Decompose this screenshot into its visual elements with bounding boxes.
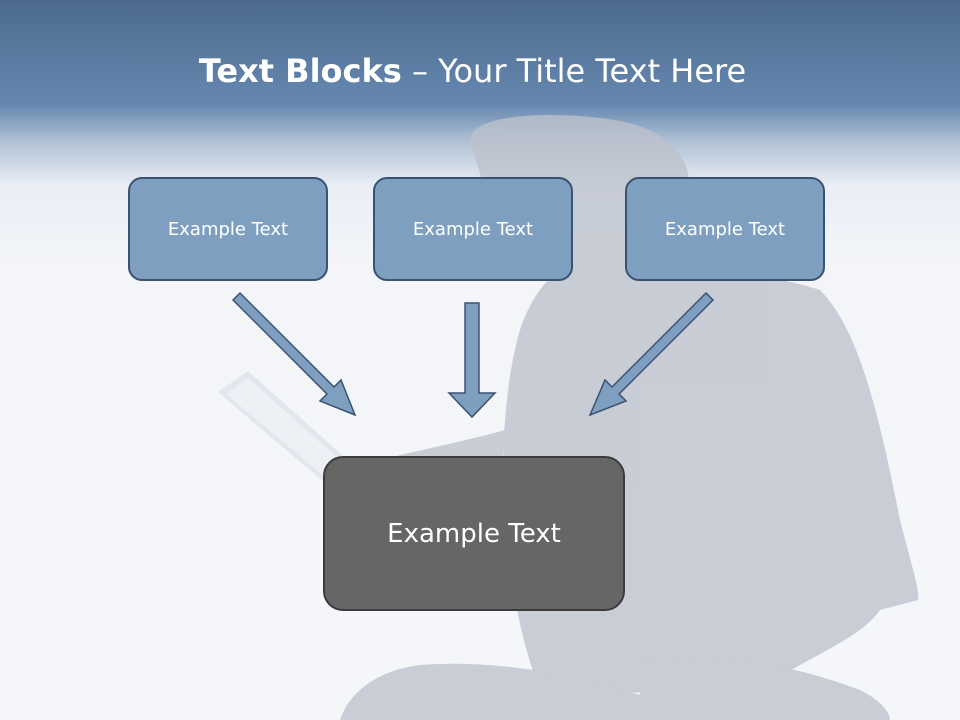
title-separator: – xyxy=(401,52,439,90)
arrow-left-diagonal xyxy=(231,291,357,417)
main-text-block[interactable]: Example Text xyxy=(323,456,625,611)
main-text-block-label: Example Text xyxy=(387,518,561,549)
text-block-1-label: Example Text xyxy=(167,218,289,240)
arrow-right-diagonal xyxy=(588,291,715,417)
arrow-center-down xyxy=(447,302,497,419)
text-block-2[interactable]: Example Text xyxy=(373,177,573,281)
title-rest-part: Your Title Text Here xyxy=(438,52,747,90)
text-block-2-label: Example Text xyxy=(412,218,534,240)
title-bold-part: Text Blocks xyxy=(198,52,402,90)
text-block-1[interactable]: Example Text xyxy=(128,177,328,281)
slide-title: Text Blocks – Your Title Text Here xyxy=(0,52,945,90)
text-block-3[interactable]: Example Text xyxy=(625,177,825,281)
text-block-3-label: Example Text xyxy=(664,218,786,240)
